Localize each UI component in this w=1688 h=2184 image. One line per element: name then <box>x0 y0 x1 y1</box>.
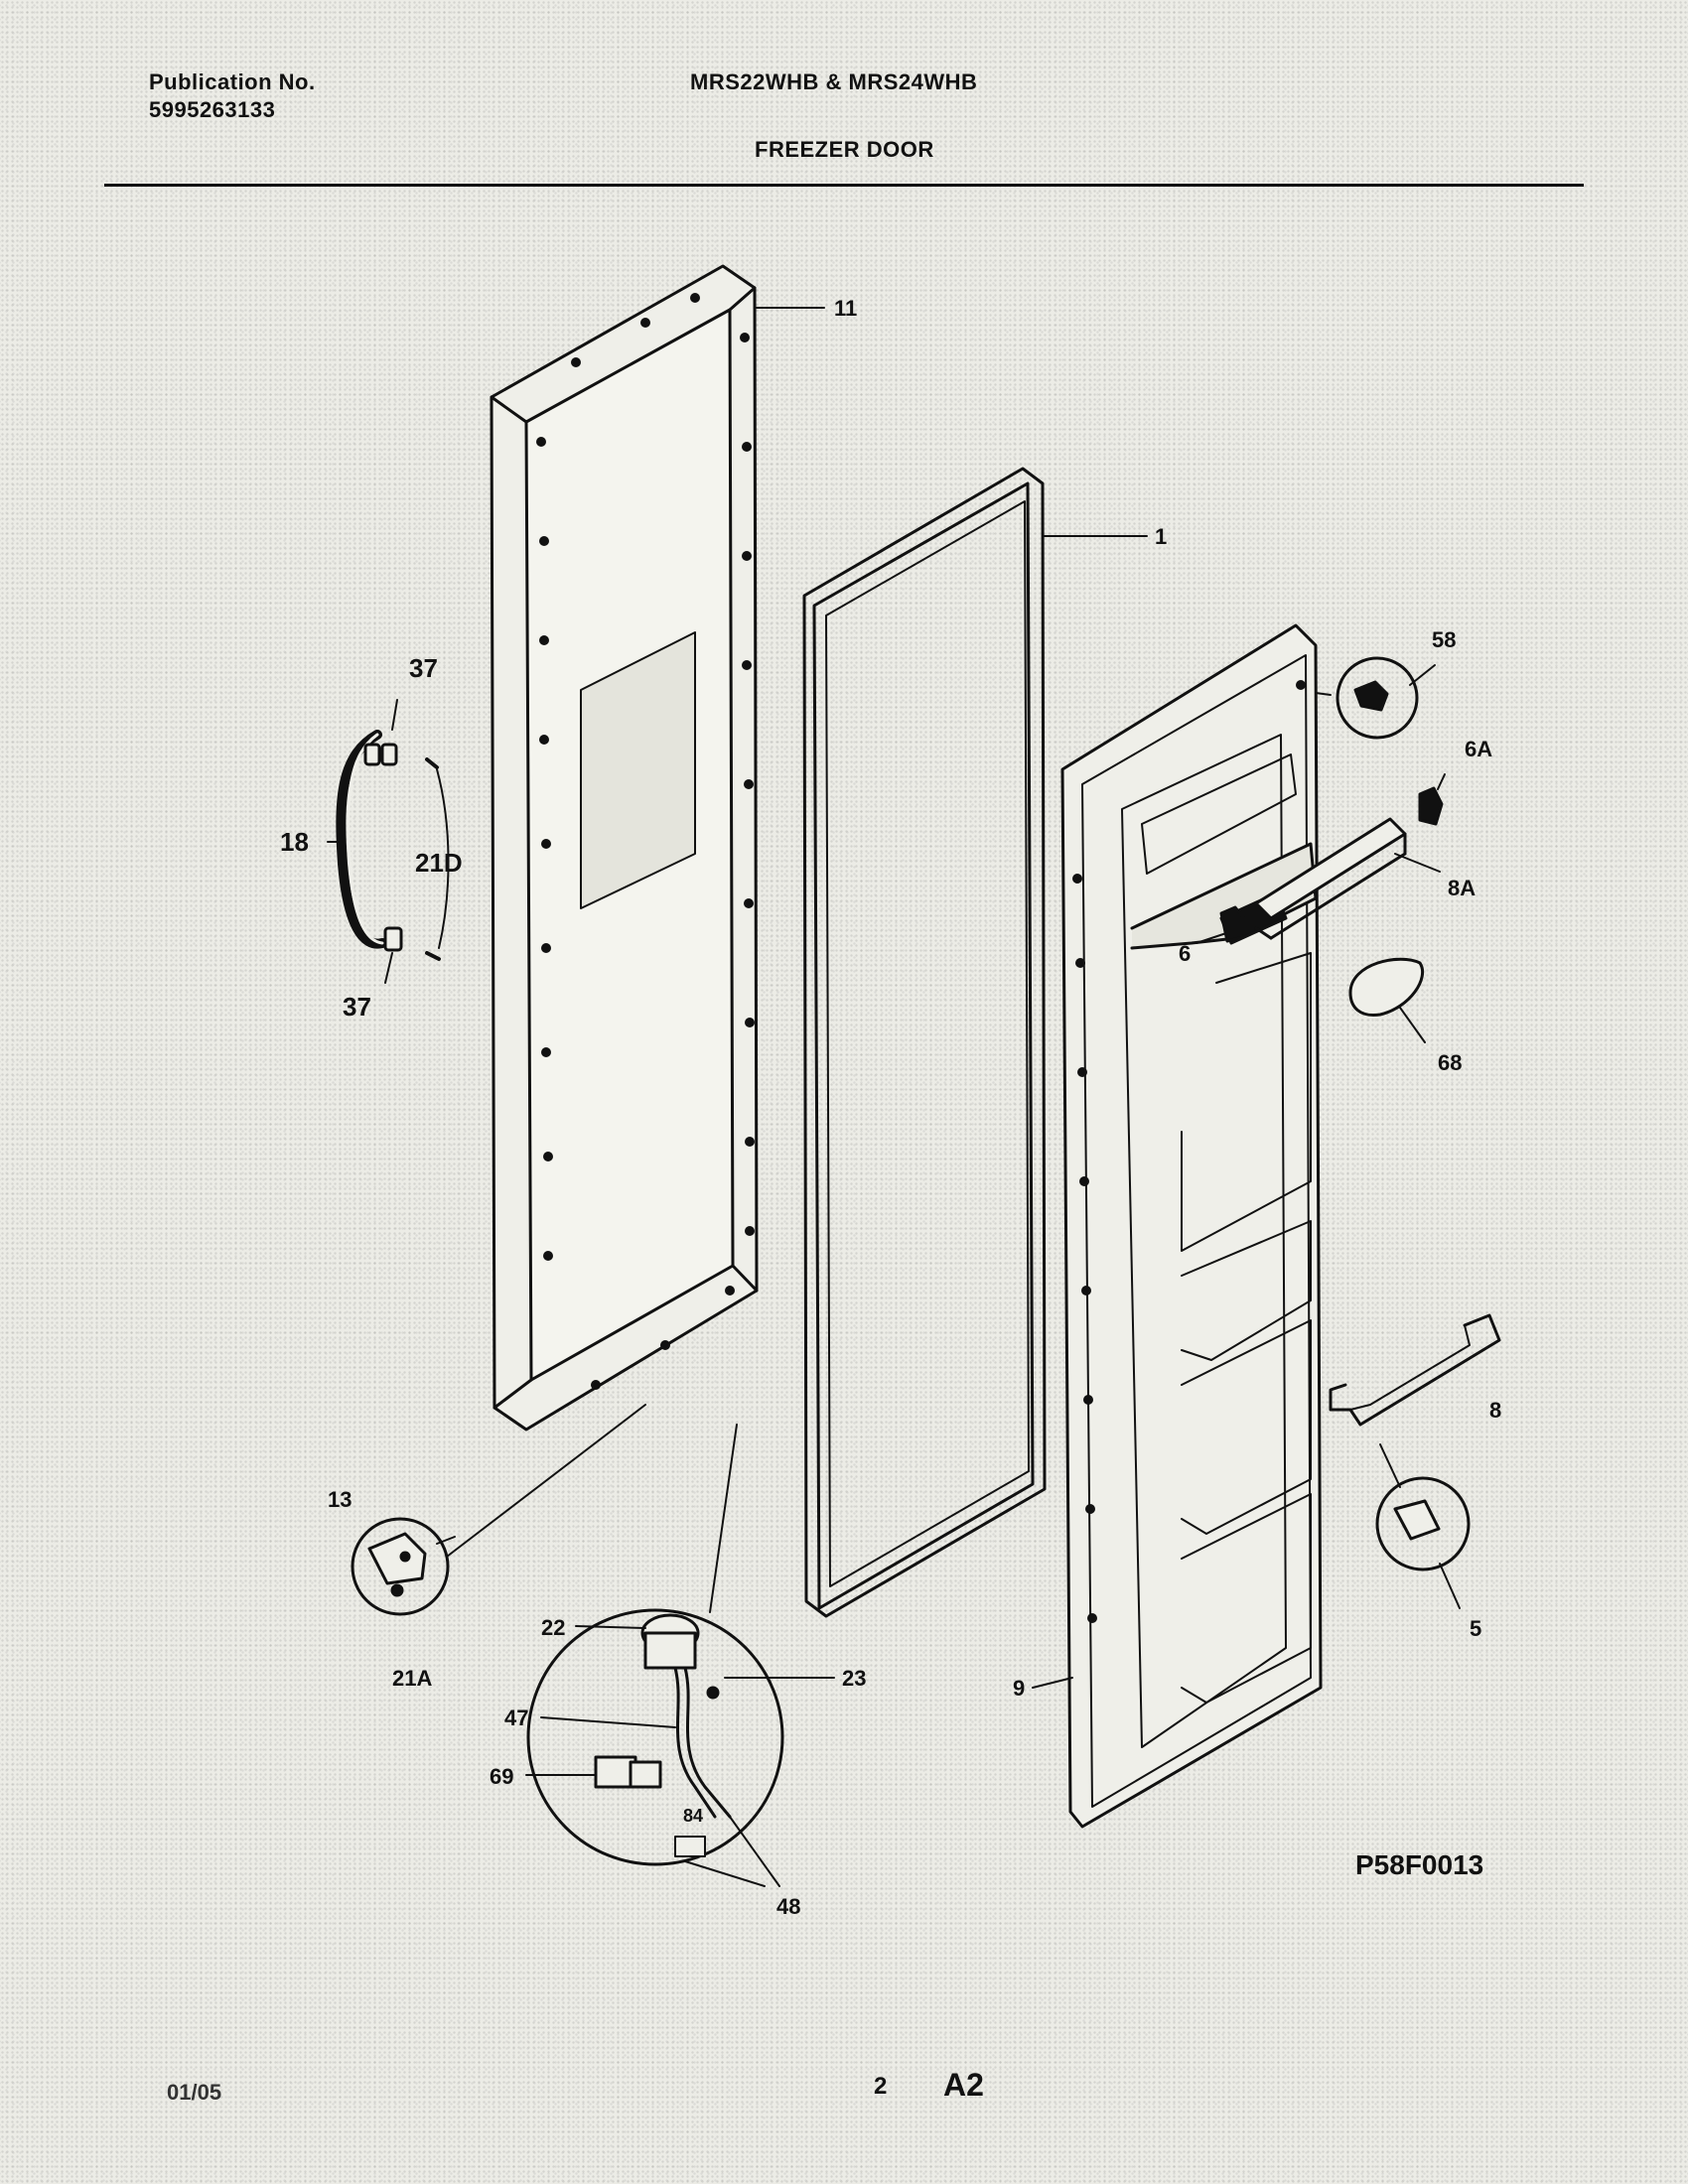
door-gasket <box>802 467 1047 1618</box>
leader-lines <box>327 307 1446 1776</box>
callout-47: 47 <box>504 1706 528 1730</box>
publication-label: Publication No. <box>149 69 316 94</box>
callout-37-top: 37 <box>409 653 438 683</box>
callout-5: 5 <box>1470 1616 1481 1641</box>
footer-page-number: 2 <box>874 2073 888 2100</box>
callout-58: 58 <box>1432 627 1456 652</box>
footer-date: 01/05 <box>167 2080 222 2105</box>
callout-11: 11 <box>834 296 857 321</box>
section-title: FREEZER DOOR <box>755 137 934 162</box>
callout-6a: 6A <box>1465 737 1492 761</box>
detail-wiring <box>526 1424 784 1887</box>
detail-13 <box>351 1404 646 1616</box>
callout-84: 84 <box>683 1806 703 1826</box>
callout-21d: 21D <box>415 848 463 878</box>
part-68 <box>1348 957 1425 1018</box>
callout-6: 6 <box>1179 941 1191 966</box>
callout-1: 1 <box>1155 524 1167 549</box>
callout-21a: 21A <box>392 1666 432 1691</box>
model-numbers: MRS22WHB & MRS24WHB <box>690 69 978 94</box>
callout-37-bottom: 37 <box>343 992 371 1022</box>
door-liner <box>1060 623 1323 1829</box>
detail-58 <box>1315 656 1419 740</box>
door-handle <box>336 699 450 984</box>
callout-69: 69 <box>490 1764 513 1789</box>
callout-48: 48 <box>776 1894 800 1919</box>
header-rule <box>104 184 1584 187</box>
callout-labels: 11 1 58 6A 8A 6 68 37 37 18 21D 8 5 9 13… <box>280 296 1501 1919</box>
door-panel-frame <box>490 264 759 1432</box>
publication-number: 5995263133 <box>149 97 276 122</box>
callout-13: 13 <box>328 1487 352 1512</box>
callout-8: 8 <box>1489 1398 1501 1423</box>
drawing-code: P58F0013 <box>1355 1849 1483 1880</box>
callout-9: 9 <box>1013 1676 1025 1701</box>
callout-22: 22 <box>541 1615 565 1640</box>
callout-68: 68 <box>1438 1050 1462 1075</box>
callout-23: 23 <box>842 1666 866 1691</box>
part-8a-bar <box>1254 817 1407 940</box>
part-8-bracket <box>1329 1313 1501 1427</box>
detail-5 <box>1375 1443 1471 1609</box>
footer-section-code: A2 <box>943 2067 984 2103</box>
part-6a <box>1418 786 1444 826</box>
callout-8a: 8A <box>1448 876 1476 900</box>
callout-18: 18 <box>280 827 309 857</box>
